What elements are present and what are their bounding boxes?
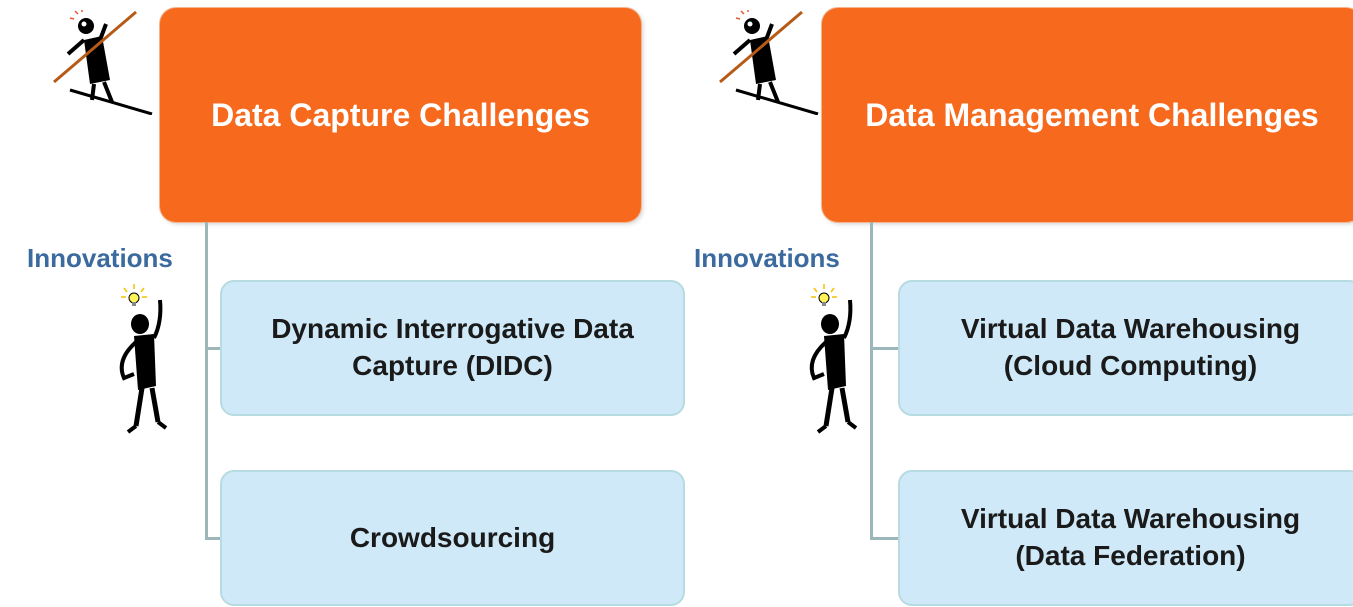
innovation-label-line: (Data Federation)	[1015, 540, 1246, 571]
idea-lightbulb-figure-icon	[119, 284, 168, 434]
tightrope-walker-figure-icon	[719, 10, 819, 115]
innovations-label: Innovations	[27, 243, 173, 273]
panel-data-capture: Data Capture Challenges Innovations Dyna…	[27, 8, 685, 606]
innovation-box-crowdsourcing: Crowdsourcing	[220, 470, 685, 606]
header-label: Data Management Challenges	[865, 96, 1319, 133]
innovation-label-line: Crowdsourcing	[349, 521, 556, 553]
innovation-box-data-federation: Virtual Data Warehousing (Data Federatio…	[898, 470, 1353, 606]
tree-connector-branch	[870, 347, 900, 350]
panel-data-management: Data Management Challenges Innovations V…	[676, 0, 1353, 607]
innovation-label-line: (Cloud Computing)	[1003, 350, 1258, 381]
innovation-label-line: Virtual Data Warehousing	[960, 313, 1301, 345]
tree-connector-branch	[205, 537, 221, 540]
header-label: Data Capture Challenges	[211, 96, 590, 133]
tree-connector-branch	[870, 537, 900, 540]
idea-lightbulb-figure-icon	[809, 284, 858, 434]
innovation-label-line: Dynamic Interrogative Data	[271, 313, 634, 345]
header-data-management-challenges: Data Management Challenges	[822, 8, 1353, 222]
innovations-label: Innovations	[694, 243, 840, 273]
header-data-capture-challenges: Data Capture Challenges	[160, 8, 641, 222]
tree-connector-vertical	[870, 222, 873, 540]
innovation-box-didc: Dynamic Interrogative Data Capture (DIDC…	[220, 280, 685, 416]
innovation-label-line: Virtual Data Warehousing	[960, 503, 1301, 535]
innovation-label-line: Capture (DIDC)	[352, 350, 553, 381]
innovation-box-cloud-computing: Virtual Data Warehousing (Cloud Computin…	[898, 280, 1353, 416]
tree-connector-vertical	[205, 222, 208, 540]
tightrope-walker-figure-icon	[53, 10, 153, 115]
tree-connector-branch	[205, 347, 221, 350]
